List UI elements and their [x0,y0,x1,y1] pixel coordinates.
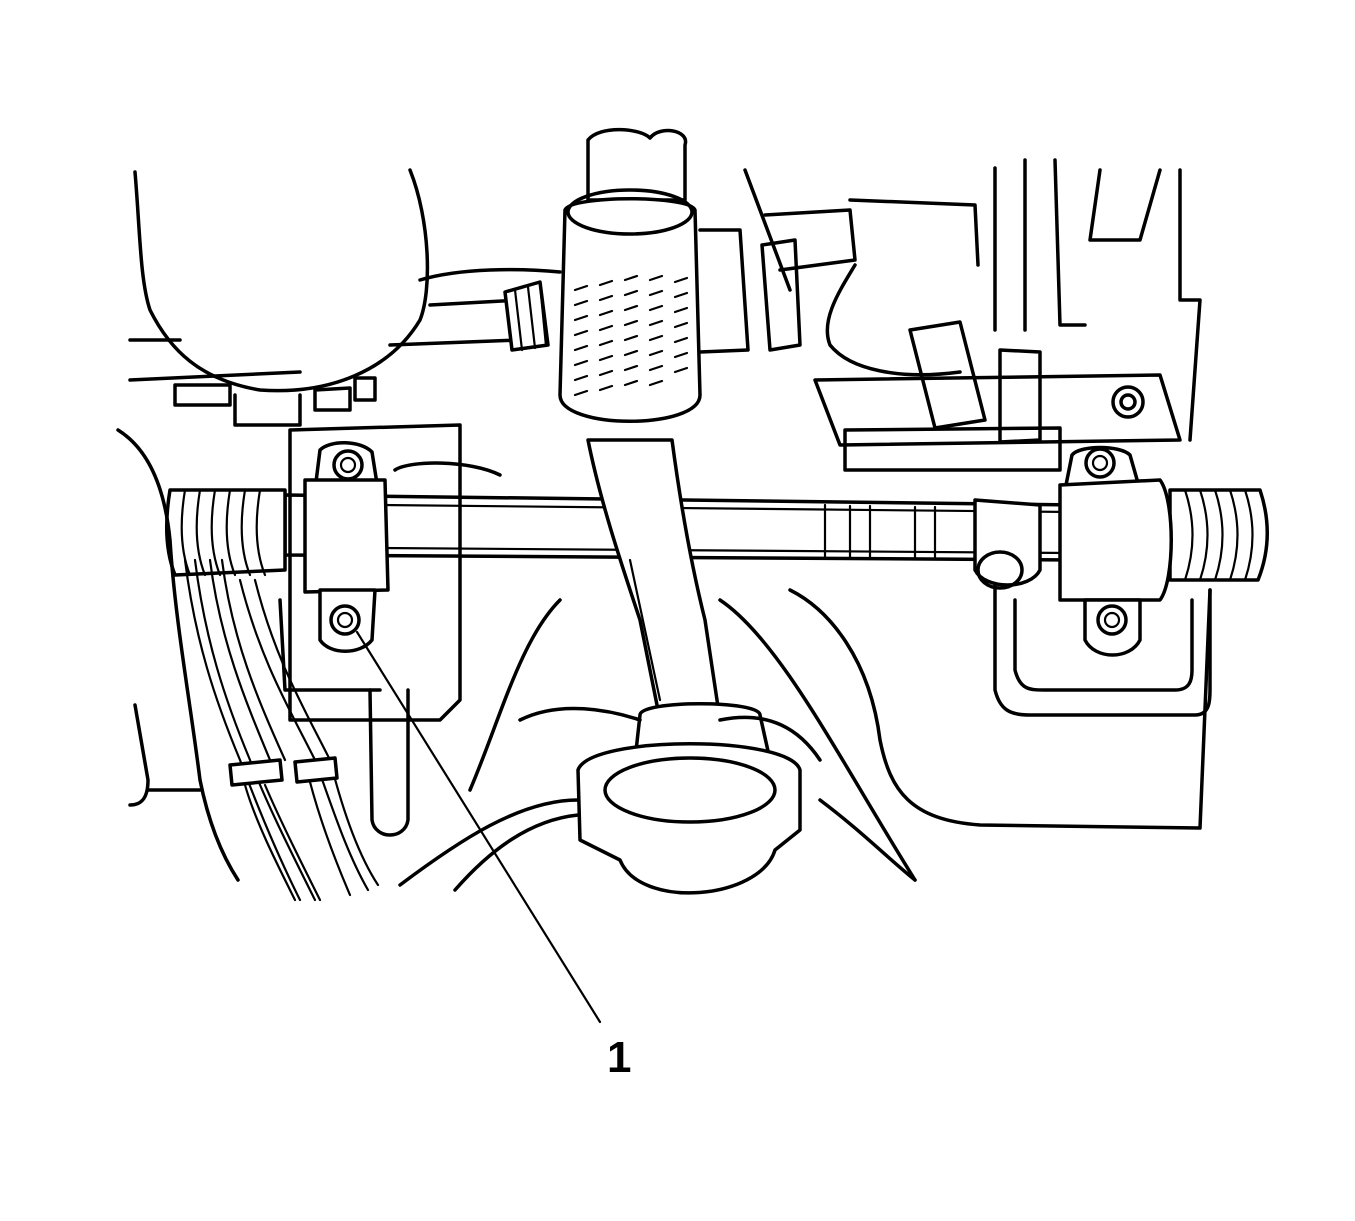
tie-rod-joint [973,498,1042,590]
wiring-harness [116,428,380,902]
left-rack-bellows [164,488,287,577]
lower-coupling [576,702,802,895]
boot-texture [573,274,689,397]
callout-1-label: 1 [607,1033,631,1082]
right-upper-nut [1084,447,1116,479]
intermediate-shaft [586,438,722,722]
right-rack-bellows [1168,488,1269,582]
callout-1-leader [355,630,602,1024]
upper-right-assembly [743,158,1202,472]
steering-shaft-boot [558,127,802,423]
right-lower-nut [1096,604,1128,636]
left-boot-hose [503,280,550,352]
left-lower-nut [329,604,361,636]
left-upper-nut [332,449,364,481]
subframe-lines [398,588,1212,892]
upper-left-housing [128,168,562,427]
